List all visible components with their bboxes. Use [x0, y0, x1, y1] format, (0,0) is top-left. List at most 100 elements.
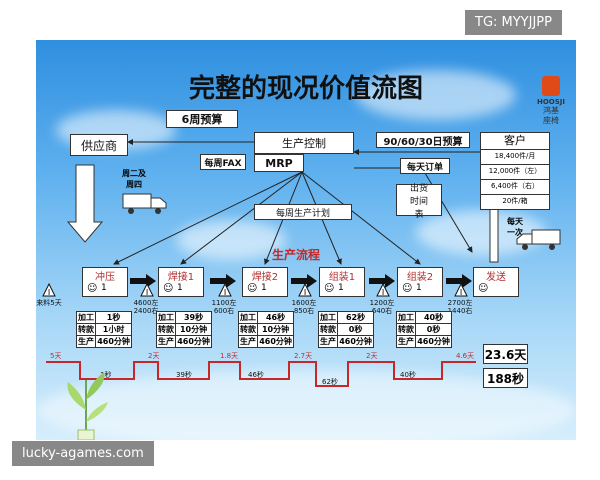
operator-icon: ☺: [163, 283, 174, 294]
push-arrow-icon: [210, 274, 236, 288]
weekly-fax-box: 每周FAX: [200, 154, 246, 170]
customer-label: 客户: [504, 134, 526, 147]
supplier-truck-label: 周二及 周四: [122, 169, 146, 189]
timeline-days-label: 2天: [148, 352, 160, 360]
process-box: 组装2 ☺ 1: [397, 267, 443, 297]
logo-mark-icon: [542, 76, 560, 96]
operator-icon: ☺: [478, 283, 489, 294]
push-arrow-icon: [446, 274, 472, 288]
table-cell: 1小时: [95, 323, 132, 336]
table-cell: 转款: [317, 323, 339, 336]
process-name: 冲压: [95, 272, 115, 283]
table-cell: 转款: [75, 323, 97, 336]
logo-text-cn-1: 鸿基: [543, 106, 559, 115]
table-cell: 460分钟: [257, 335, 294, 348]
page-title: 完整的现况价值流图: [188, 74, 423, 104]
cloud-decoration: [356, 70, 516, 120]
forecast-box: 90/60/30日预算: [376, 132, 470, 148]
budget-6-week-box: 6周预算: [166, 110, 238, 128]
table-cell: 10分钟: [257, 323, 294, 336]
timeline-seconds-label: 62秒: [322, 378, 338, 386]
customer-truck-icon: [516, 229, 561, 250]
customer-line-3: 6,400件（右）: [481, 179, 549, 192]
process-name: 组装2: [406, 272, 434, 283]
inventory-icon: I: [454, 283, 468, 297]
daily-order-box: 每天订单: [400, 158, 450, 174]
table-cell: 转款: [237, 323, 259, 336]
logo-text-cn-2: 座椅: [543, 116, 559, 125]
table-cell: 加工: [237, 311, 259, 324]
ship-schedule-box: 出货时间表: [396, 184, 442, 220]
supplier-truck-icon: [122, 193, 167, 214]
table-cell: 460分钟: [415, 335, 452, 348]
connector-lines: [46, 139, 507, 387]
inventory-icon: I: [298, 283, 312, 297]
table-cell: 0秒: [337, 323, 374, 336]
weekly-plan-box: 每周生产计划: [254, 204, 352, 220]
operator-count: 1: [177, 283, 183, 293]
process-name: 焊接1: [167, 272, 195, 283]
table-cell: 生产: [317, 335, 339, 348]
svg-text:I: I: [224, 288, 226, 297]
table-cell: 生产: [395, 335, 417, 348]
watermark-top: TG: MYYJJPP: [465, 10, 562, 35]
operator-count: 1: [101, 283, 107, 293]
table-cell: 转款: [155, 323, 177, 336]
push-arrow-icon: [130, 274, 156, 288]
customer-truck-label: 每天 一次: [507, 217, 523, 237]
customer-line-1: 18,400件/月: [481, 149, 549, 162]
push-arrow-icon: [369, 274, 395, 288]
table-cell: 62秒: [337, 311, 374, 324]
process-name: 组装1: [328, 272, 356, 283]
customer-box: 客户 18,400件/月 12,000件（左） 6,400件（右） 20件/箱: [480, 132, 550, 210]
process-box: 焊接2 ☺ 1: [242, 267, 288, 297]
timeline-days-label: 4.6天: [456, 352, 475, 360]
table-cell: 加工: [155, 311, 177, 324]
table-cell: 生产: [155, 335, 177, 348]
timeline-seconds-label: 1秒: [100, 371, 112, 379]
process-box: 冲压 ☺ 1: [82, 267, 128, 297]
inventory-label: 1100左 600右: [211, 299, 237, 315]
watermark-bottom: lucky-agames.com: [12, 441, 154, 466]
production-control-box: 生产控制: [254, 132, 354, 154]
process-name: 焊接2: [251, 272, 279, 283]
table-cell: 40秒: [415, 311, 452, 324]
process-box: 组装1 ☺ 1: [319, 267, 365, 297]
timeline-days-label: 2天: [366, 352, 378, 360]
table-cell: 10分钟: [175, 323, 212, 336]
company-logo: HOOSJI 鸿基 座椅: [534, 76, 568, 144]
value-stream-map-slide: 完整的现况价值流图 HOOSJI 鸿基 座椅 6周预算 供应商 生产控制 MRP…: [36, 40, 576, 440]
timeline-seconds-label: 46秒: [248, 371, 264, 379]
table-cell: 加工: [395, 311, 417, 324]
inventory-label: 1200左 640右: [369, 299, 395, 315]
svg-text:I: I: [460, 288, 462, 297]
push-arrow-icon: [291, 274, 317, 288]
operator-count: 1: [416, 283, 422, 293]
operator-icon: ☺: [402, 283, 413, 294]
inventory-icon: I: [140, 283, 154, 297]
plant-decoration-icon: [67, 372, 108, 440]
table-cell: 460分钟: [337, 335, 374, 348]
mrp-box: MRP: [254, 154, 304, 172]
inventory-label: 来料5天: [36, 299, 62, 307]
operator-icon: ☺: [247, 283, 258, 294]
